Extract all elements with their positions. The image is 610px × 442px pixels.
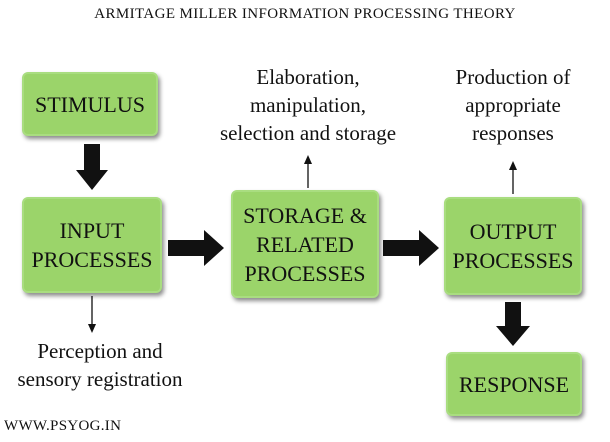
arrow-output-to-response (496, 302, 530, 346)
elaboration-note: Elaboration, manipulation, selection and… (219, 65, 397, 145)
website-footer: WWW.PSYOG.IN (4, 418, 122, 434)
storage-processes-box: STORAGE & RELATED PROCESSES (231, 190, 379, 298)
output-processes-label: OUTPUT PROCESSES (452, 219, 574, 273)
input-processes-box: INPUT PROCESSES (22, 197, 162, 293)
response-box: RESPONSE (446, 352, 582, 416)
stimulus-box: STIMULUS (22, 72, 158, 136)
perception-note: Perception and sensory registration (17, 339, 183, 391)
response-label: RESPONSE (458, 371, 570, 397)
stimulus-label: STIMULUS (34, 91, 145, 117)
storage-processes-label: STORAGE & RELATED PROCESSES (243, 202, 367, 286)
output-processes-box: OUTPUT PROCESSES (444, 197, 582, 295)
input-processes-label: INPUT PROCESSES (31, 218, 153, 272)
arrow-input-to-storage (168, 230, 224, 266)
diagram-title: ARMITAGE MILLER INFORMATION PROCESSING T… (94, 6, 516, 22)
arrow-stimulus-to-input (76, 144, 108, 190)
arrow-storage-to-output (383, 230, 439, 266)
production-note: Production of appropriate responses (455, 65, 571, 145)
